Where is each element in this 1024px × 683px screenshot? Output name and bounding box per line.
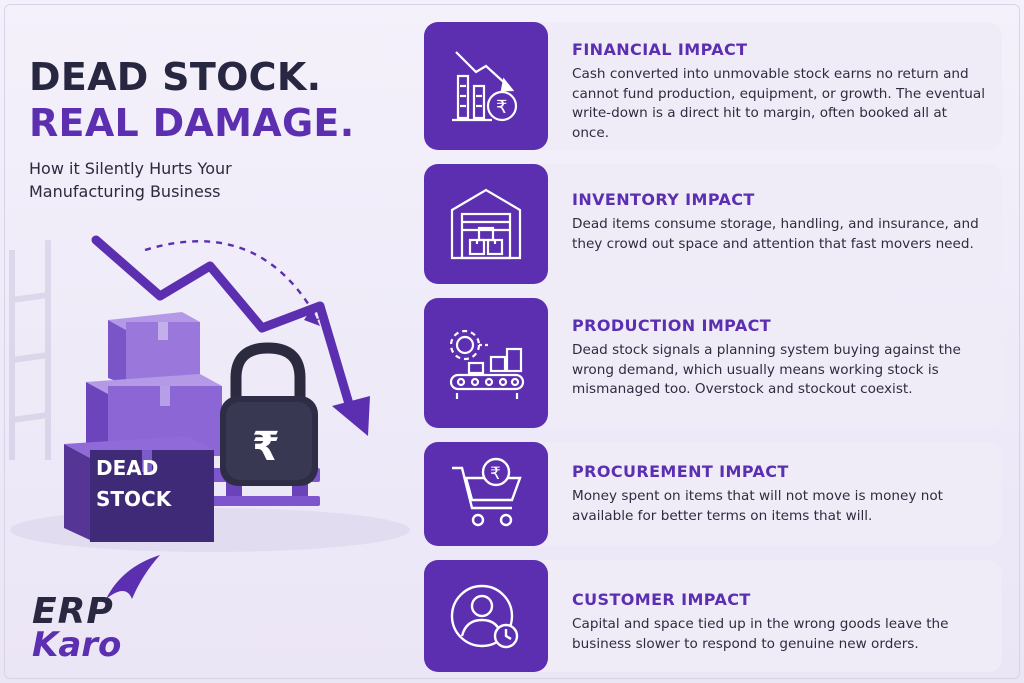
card-text: Capital and space tied up in the wrong g… xyxy=(572,616,949,652)
card-icon-tile xyxy=(424,164,548,284)
card-text: Dead items consume storage, handling, an… xyxy=(572,216,979,252)
card-title: PROCUREMENT IMPACT xyxy=(572,462,789,481)
card-title: FINANCIAL IMPACT xyxy=(572,40,748,59)
shelving-background xyxy=(9,240,51,460)
card-text: Dead stock signals a planning system buy… xyxy=(572,342,961,397)
arrow-head xyxy=(332,396,370,436)
headline: DEAD STOCK. REAL DAMAGE. xyxy=(29,54,409,146)
brand-logo: ERP Karo xyxy=(32,553,172,665)
card-icon-tile: ₹ xyxy=(424,22,548,150)
box-label-line-1: DEAD xyxy=(96,456,158,480)
card-icon-tile xyxy=(424,298,548,428)
dead-stock-illustration: DEAD STOCK ₹ xyxy=(0,210,420,570)
card-body: INVENTORY IMPACT Dead items consume stor… xyxy=(572,190,988,254)
card-body: PRODUCTION IMPACT Dead stock signals a p… xyxy=(572,316,988,400)
logo-karo-text: Karo xyxy=(32,625,122,665)
card-text: Money spent on items that will not move … xyxy=(572,488,944,524)
card-inventory-impact: INVENTORY IMPACT Dead items consume stor… xyxy=(424,164,1002,284)
padlock-icon xyxy=(220,342,318,486)
logo-erp-text: ERP xyxy=(32,591,114,632)
card-body: PROCUREMENT IMPACT Money spent on items … xyxy=(572,462,988,526)
svg-text:₹: ₹ xyxy=(490,464,501,484)
subtitle: How it Silently Hurts Your Manufacturing… xyxy=(29,159,232,201)
card-body: CUSTOMER IMPACT Capital and space tied u… xyxy=(572,590,988,654)
logo-arrow-icon xyxy=(106,555,160,599)
card-title: PRODUCTION IMPACT xyxy=(572,316,772,335)
declining-chart-rupee-icon: ₹ xyxy=(452,51,518,122)
declining-arrow xyxy=(91,235,357,419)
card-financial-impact: ₹ FINANCIAL IMPACT Cash converted into u… xyxy=(424,22,1002,150)
box-label-line-2: STOCK xyxy=(96,487,173,511)
shopping-cart-rupee-icon: ₹ xyxy=(452,457,522,527)
card-icon-tile: ₹ xyxy=(424,442,548,546)
card-title: INVENTORY IMPACT xyxy=(572,190,755,209)
dead-stock-graphic: DEAD STOCK ₹ xyxy=(9,235,410,552)
stacked-boxes xyxy=(64,312,222,542)
page-frame xyxy=(4,4,1020,679)
lock-rupee-symbol: ₹ xyxy=(252,424,280,470)
card-icon-tile xyxy=(424,560,548,672)
card-body: FINANCIAL IMPACT Cash converted into unm… xyxy=(572,40,988,143)
card-title: CUSTOMER IMPACT xyxy=(572,590,751,609)
warehouse-icon xyxy=(450,188,522,260)
card-customer-impact: CUSTOMER IMPACT Capital and space tied u… xyxy=(424,560,1002,672)
headline-line-2: REAL DAMAGE. xyxy=(29,101,355,145)
dashed-arc xyxy=(144,240,320,321)
card-text: Cash converted into unmovable stock earn… xyxy=(572,66,986,141)
card-production-impact: PRODUCTION IMPACT Dead stock signals a p… xyxy=(424,298,1002,428)
svg-text:₹: ₹ xyxy=(496,97,507,118)
customer-clock-icon xyxy=(450,584,519,649)
headline-line-1: DEAD STOCK. xyxy=(29,55,322,99)
card-procurement-impact: ₹ PROCUREMENT IMPACT Money spent on item… xyxy=(424,442,1002,546)
conveyor-gear-icon xyxy=(449,329,525,399)
